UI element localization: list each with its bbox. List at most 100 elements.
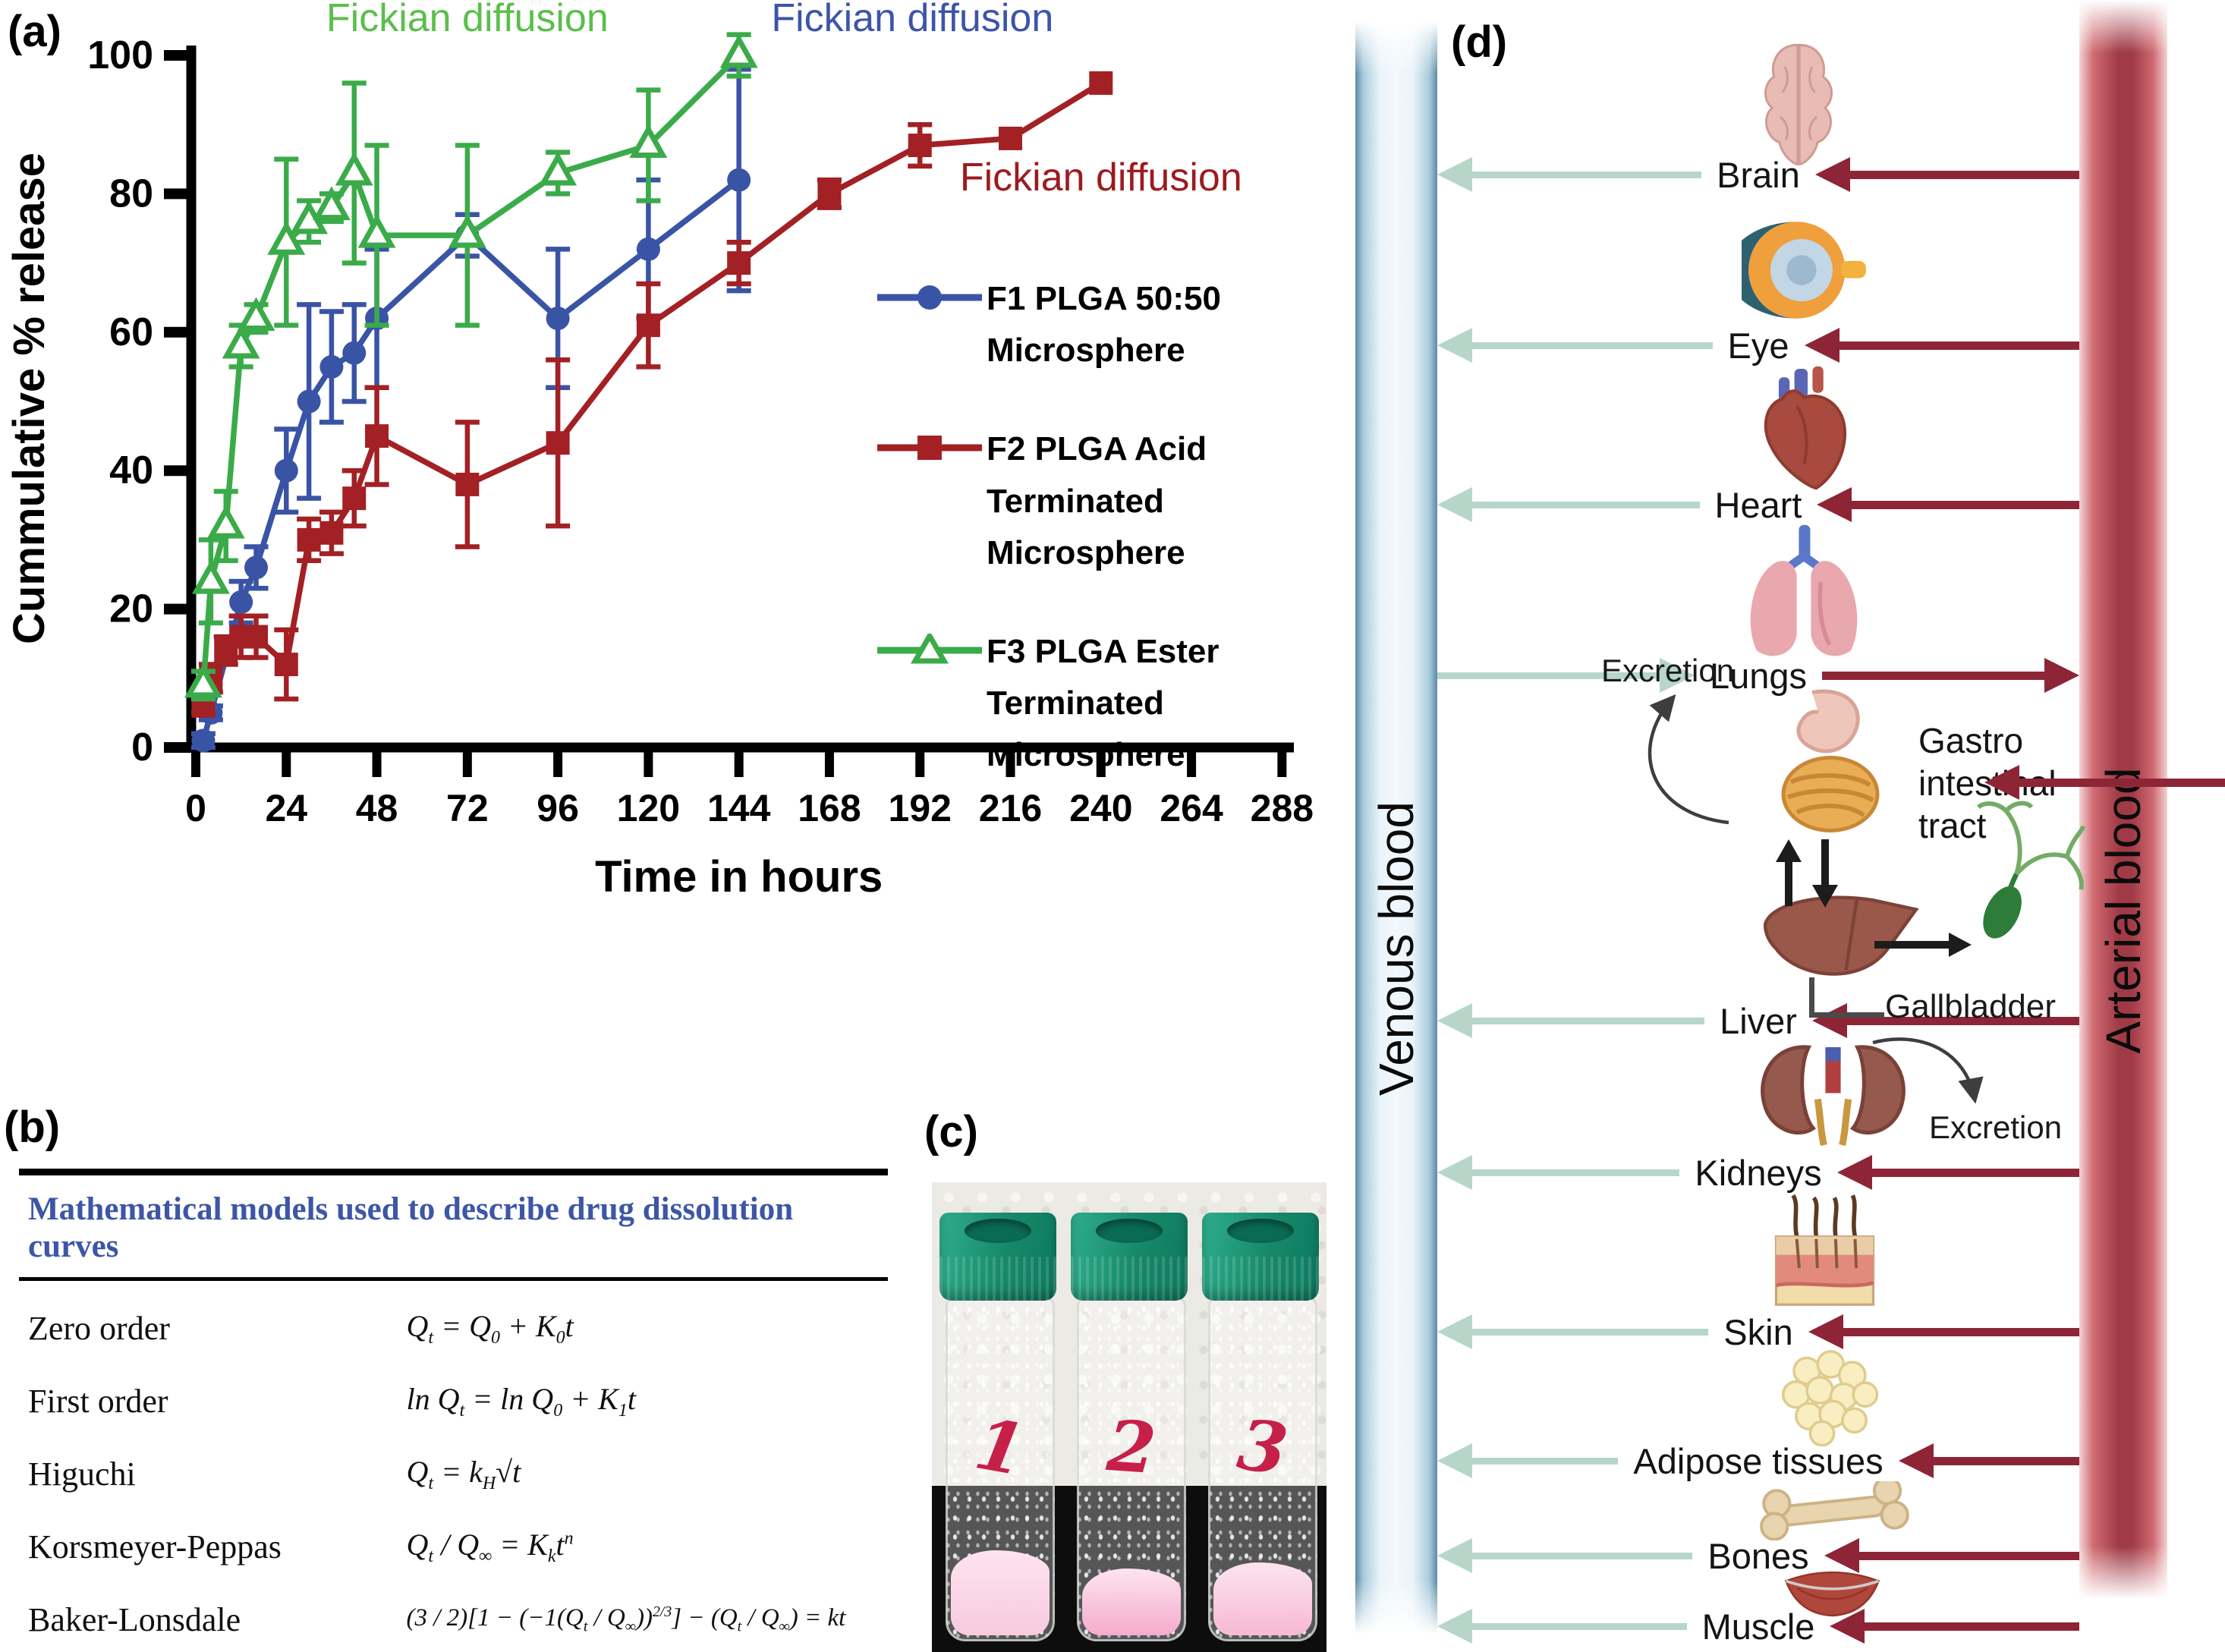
organ-label: Brain — [1717, 154, 1800, 195]
gallbladder-connector-line — [1809, 977, 1884, 1018]
venous-arrow — [1437, 658, 1695, 693]
arterial-arrow — [1898, 1443, 2079, 1478]
organ-row-adipose-tissues: Adipose tissues — [1437, 1440, 2079, 1482]
liver-icon — [1736, 889, 1945, 997]
legend-marker — [877, 436, 982, 461]
kidney-excretion-arrow — [1872, 1037, 1984, 1104]
vial-number-label: 2 — [1104, 1404, 1159, 1490]
arterial-blood-column — [2079, 0, 2167, 1599]
arterial-arrow — [1817, 487, 2079, 522]
green-cap — [1202, 1213, 1319, 1301]
gallbladder-icon — [1959, 798, 2088, 944]
svg-text:144: 144 — [707, 787, 771, 829]
kidney-excretion-label: Excretion — [1929, 1109, 2063, 1145]
venous-blood-column — [1355, 21, 1437, 1634]
arrowhead — [1814, 157, 1850, 192]
arrowhead — [1659, 658, 1695, 693]
arrow-shaft — [1871, 1168, 2079, 1177]
liver-gallbladder-arrowhead — [1949, 933, 1972, 957]
vial-number-label: 1 — [969, 1402, 1031, 1492]
arrow-shaft — [1822, 671, 2044, 680]
arrowhead — [1437, 487, 1472, 522]
glass-body: 2 — [1077, 1298, 1186, 1641]
liver-gallbladder-arrow — [1874, 941, 1950, 949]
fickian-diffusion-annotation: Fickian diffusion — [326, 0, 609, 40]
muscle-icon — [1732, 1569, 1933, 1618]
table-row: Baker-Lonsdale(3 / 2)[1 − (−1(Qt / Q∞))2… — [19, 1583, 888, 1652]
arrow-shaft — [1472, 1552, 1693, 1559]
gi-icon — [1751, 683, 1918, 839]
pink-powder — [1213, 1562, 1312, 1635]
pink-powder — [1082, 1569, 1181, 1635]
model-equation: (3 / 2)[1 − (−1(Qt / Q∞))2/3] − (Qt / Q∞… — [406, 1603, 846, 1635]
arrow-shaft — [2019, 778, 2225, 787]
arrow-shaft — [1849, 170, 2080, 179]
legend-item: F1 PLGA 50:50 Microsphere — [873, 273, 1358, 376]
model-equation: Qt = Q0 + K0t — [406, 1308, 574, 1348]
svg-text:240: 240 — [1069, 787, 1132, 829]
fickian-diffusion-annotation: Fickian diffusion — [771, 0, 1053, 40]
model-name: Korsmeyer-Peppas — [28, 1528, 282, 1565]
venous-arrow — [1437, 1003, 1705, 1038]
venous-blood-label: Venous blood — [1369, 801, 1424, 1096]
skin-icon — [1747, 1193, 1902, 1314]
arrowhead — [1817, 487, 1852, 522]
gi-liver-down-arrowhead — [1812, 885, 1838, 908]
arrow-shaft — [1437, 672, 1660, 679]
model-equation: Qt = kH√t — [406, 1454, 521, 1493]
panel-c-vials-photo: (c) 1 2 3 — [911, 1085, 1339, 1652]
venous-arrow — [1437, 328, 1713, 363]
dissolution-models-table: Mathematical models used to describe dru… — [19, 1169, 888, 1652]
svg-text:72: 72 — [446, 787, 489, 829]
gi-liver-up-arrow — [1785, 859, 1792, 906]
arrow-shaft — [1472, 1457, 1619, 1465]
arrowhead — [1437, 157, 1472, 192]
venous-arrow — [1437, 487, 1700, 522]
venous-arrow — [1437, 1443, 1619, 1478]
svg-text:120: 120 — [617, 787, 680, 829]
svg-text:60: 60 — [109, 310, 153, 354]
vial-number-label: 3 — [1232, 1403, 1293, 1491]
panel-a-label: (a) — [8, 7, 61, 56]
column-fade — [1355, 21, 1437, 74]
model-name: Higuchi — [28, 1455, 136, 1493]
panel-c-label: (c) — [924, 1107, 978, 1156]
svg-text:288: 288 — [1251, 787, 1314, 829]
fickian-diffusion-annotation: Fickian diffusion — [960, 156, 1242, 200]
organ-row-brain: Brain — [1437, 153, 2080, 196]
arterial-arrow — [1814, 157, 2080, 192]
green-cap — [939, 1213, 1056, 1301]
arrowhead — [1437, 1155, 1472, 1190]
arrowhead — [1830, 1609, 1865, 1644]
svg-text:48: 48 — [356, 787, 398, 829]
arterial-to-gi-arrow — [1984, 765, 2225, 800]
svg-text:0: 0 — [131, 725, 153, 769]
arrow-shaft — [1933, 1456, 2079, 1465]
svg-text:0: 0 — [185, 787, 206, 829]
svg-text:168: 168 — [798, 787, 861, 829]
bone-icon — [1724, 1476, 1940, 1541]
svg-text:Time in hours: Time in hours — [595, 852, 883, 902]
arrowhead — [1808, 1314, 1843, 1349]
organ-label: Lungs — [1709, 655, 1808, 696]
eye-icon — [1726, 206, 1871, 334]
arrow-shaft — [1472, 1622, 1687, 1630]
gi-excretion-arrow — [1648, 694, 1729, 825]
organ-label: Bones — [1707, 1535, 1809, 1576]
organ-label: Adipose tissues — [1633, 1440, 1884, 1481]
chart-legend: F1 PLGA 50:50 Microsphere F2 PLGA Acid T… — [873, 273, 1358, 829]
organ-row-heart: Heart — [1437, 483, 2079, 526]
arterial-arrow — [1804, 328, 2079, 363]
column-fade — [2079, 0, 2167, 53]
panel-b-models-table: (b) Mathematical models used to describe… — [0, 1085, 907, 1652]
table-row: Higuchi Qt = kH√t — [19, 1437, 888, 1510]
gi-liver-down-arrow — [1821, 839, 1829, 886]
glass-body: 3 — [1208, 1298, 1317, 1641]
pink-powder — [951, 1550, 1050, 1635]
arrow-shaft — [1843, 1327, 2079, 1336]
svg-text:20: 20 — [109, 587, 153, 631]
arterial-arrow — [1808, 1314, 2079, 1349]
